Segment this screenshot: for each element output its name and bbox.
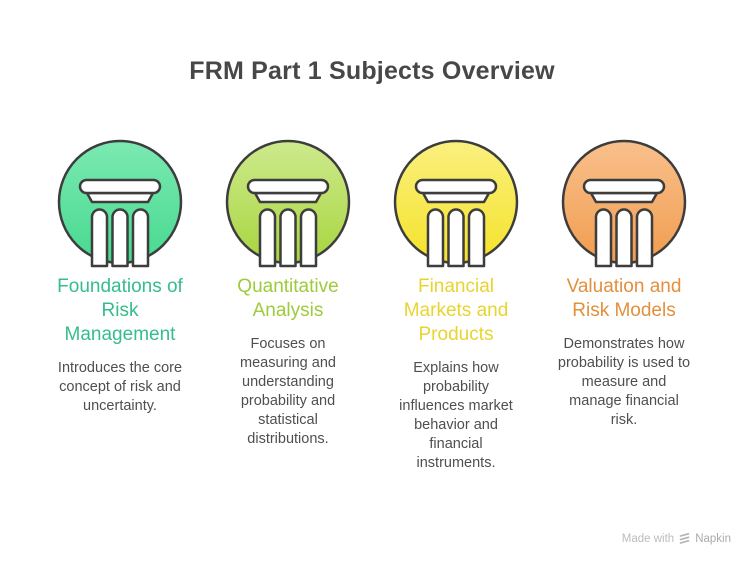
subject-column-quantitative: Quantitative Analysis Focuses on measuri… xyxy=(209,138,367,473)
subject-column-financial-markets: Financial Markets and Products Explains … xyxy=(377,138,535,473)
subject-column-valuation: Valuation and Risk Models Demonstrates h… xyxy=(545,138,703,473)
subject-title: Foundations of Risk Management xyxy=(57,276,183,345)
subject-icon-wrap xyxy=(221,138,355,270)
subject-description: Focuses on measuring and understanding p… xyxy=(240,336,336,447)
pillar-icon xyxy=(57,139,183,268)
subject-title: Financial Markets and Products xyxy=(403,276,509,345)
made-with-label: Made with xyxy=(621,532,675,545)
napkin-brand-label: Napkin xyxy=(695,532,731,545)
subject-icon-wrap xyxy=(53,138,187,270)
subject-description: Introduces the core concept of risk and … xyxy=(57,360,183,414)
subject-title: Valuation and Risk Models xyxy=(566,276,682,321)
subject-title: Quantitative Analysis xyxy=(237,276,339,321)
subject-description: Demonstrates how probability is used to … xyxy=(557,336,691,428)
pillar-icon xyxy=(393,139,519,268)
page-title: FRM Part 1 Subjects Overview xyxy=(189,57,555,85)
made-with-napkin-link[interactable]: Made with Napkin xyxy=(622,532,731,545)
pillar-icon xyxy=(225,139,351,268)
subject-column-foundations: Foundations of Risk Management Introduce… xyxy=(41,138,199,473)
subject-icon-wrap xyxy=(557,138,691,270)
pillar-icon xyxy=(561,139,687,268)
subject-description: Explains how probability influences mark… xyxy=(399,360,513,471)
subjects-row: Foundations of Risk Management Introduce… xyxy=(0,138,744,473)
subject-icon-wrap xyxy=(389,138,523,270)
napkin-logo-icon xyxy=(679,533,690,544)
